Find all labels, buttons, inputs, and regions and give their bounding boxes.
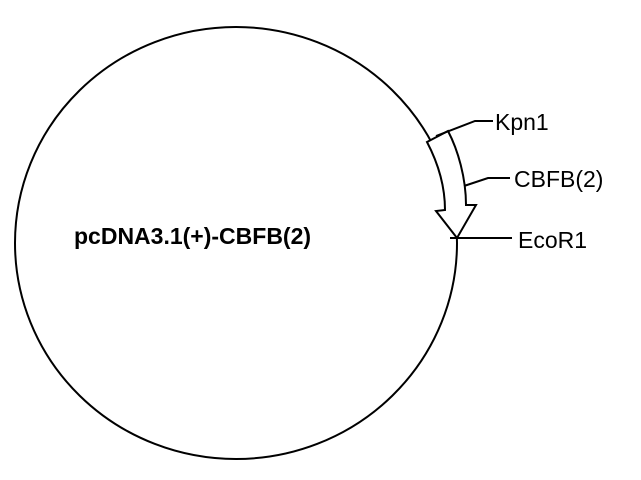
plasmid-name-label: pcDNA3.1(+)-CBFB(2) (74, 223, 311, 249)
ecor1-label: EcoR1 (518, 227, 587, 253)
cbfb-label: CBFB(2) (514, 166, 603, 192)
insert-arrow (425, 129, 478, 240)
kpn1-label: Kpn1 (495, 109, 549, 135)
plasmid-backbone-circle (14, 26, 458, 460)
kpn1-leader-line (435, 120, 493, 137)
cbfb-leader-line (463, 177, 510, 187)
